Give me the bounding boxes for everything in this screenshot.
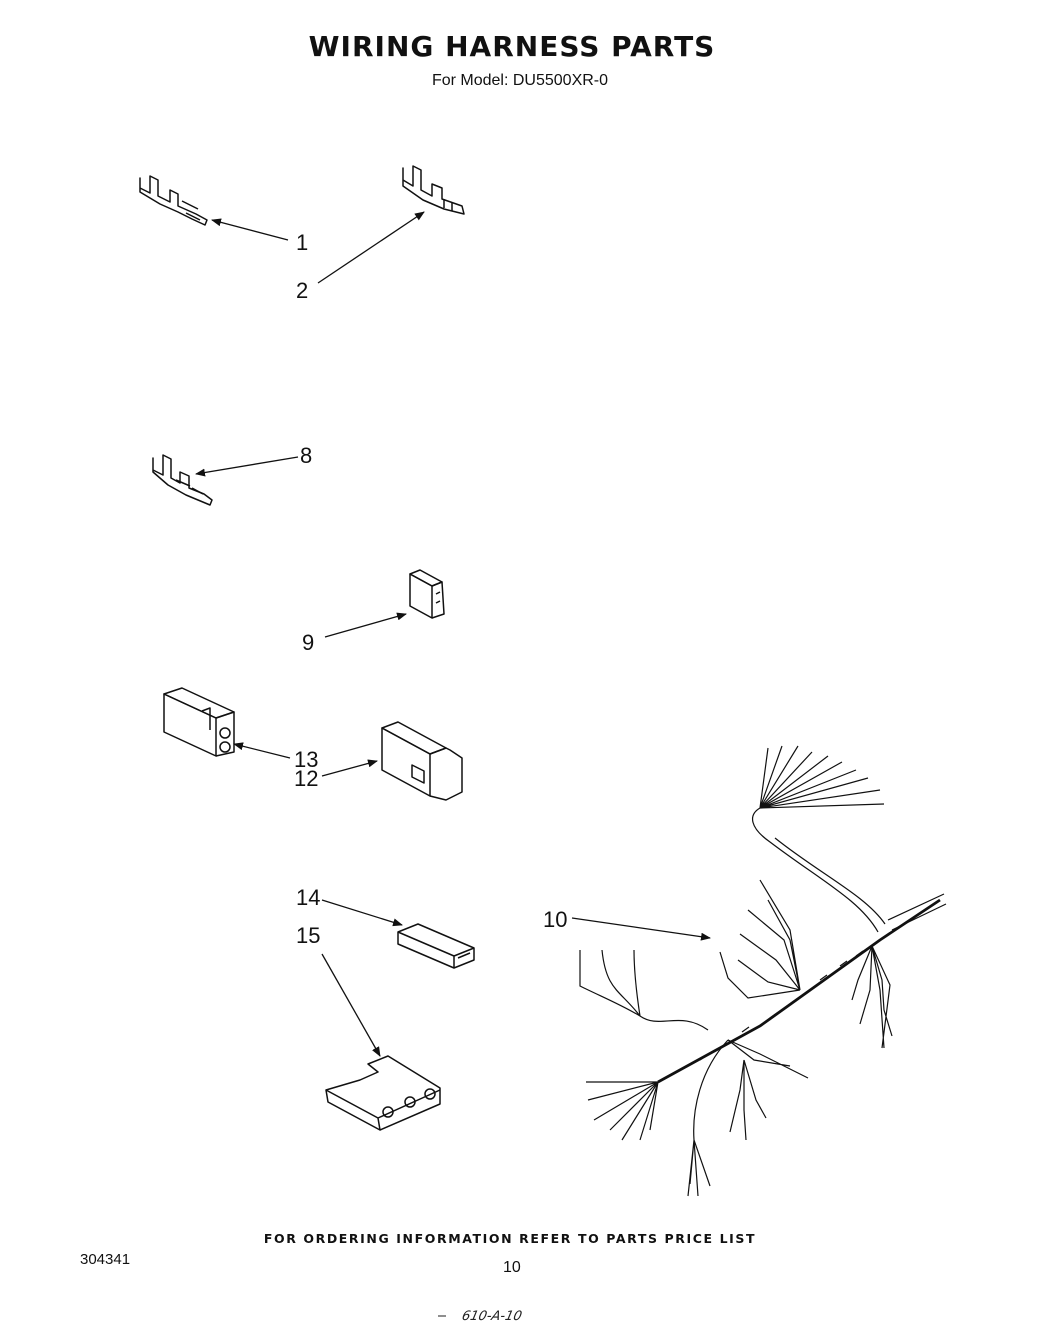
callout-2: 2 xyxy=(296,278,308,303)
leader-2 xyxy=(317,211,425,284)
handwritten-code: 610-A-10 xyxy=(460,1309,524,1324)
part-9-connector-block xyxy=(409,569,445,619)
callout-1: 1 xyxy=(296,230,308,255)
callout-12: 12 xyxy=(294,766,318,791)
part-10-wiring-harness xyxy=(579,745,947,1197)
leader-9 xyxy=(324,612,407,638)
part-8-terminal xyxy=(152,454,213,506)
callout-10: 10 xyxy=(543,907,567,932)
part-15-connector-plug xyxy=(325,1055,441,1131)
ordering-note: FOR ORDERING INFORMATION REFER TO PARTS … xyxy=(263,1231,757,1246)
callout-8: 8 xyxy=(300,443,312,468)
leader-15 xyxy=(321,953,381,1057)
part-13-housing-connector xyxy=(163,687,235,757)
page-title: WIRING HARNESS PARTS xyxy=(308,30,716,63)
leader-1 xyxy=(211,218,289,241)
leader-13 xyxy=(233,742,291,759)
part-12-connector xyxy=(381,721,463,801)
leader-14 xyxy=(321,899,403,927)
leader-8 xyxy=(195,456,299,477)
part-1-pin-terminal xyxy=(139,175,208,226)
callout-15: 15 xyxy=(296,923,320,948)
callout-9: 9 xyxy=(302,630,314,655)
callout-13: 13 xyxy=(294,747,318,772)
model-subtitle: For Model: DU5500XR-0 xyxy=(431,72,609,89)
document-number: 304341 xyxy=(80,1251,131,1268)
page-number: 10 xyxy=(503,1259,521,1276)
part-2-female-terminal xyxy=(402,165,465,215)
callout-14: 14 xyxy=(296,885,320,910)
leader-12 xyxy=(321,759,378,777)
part-14-jumper xyxy=(397,923,475,969)
leader-10 xyxy=(571,917,711,941)
